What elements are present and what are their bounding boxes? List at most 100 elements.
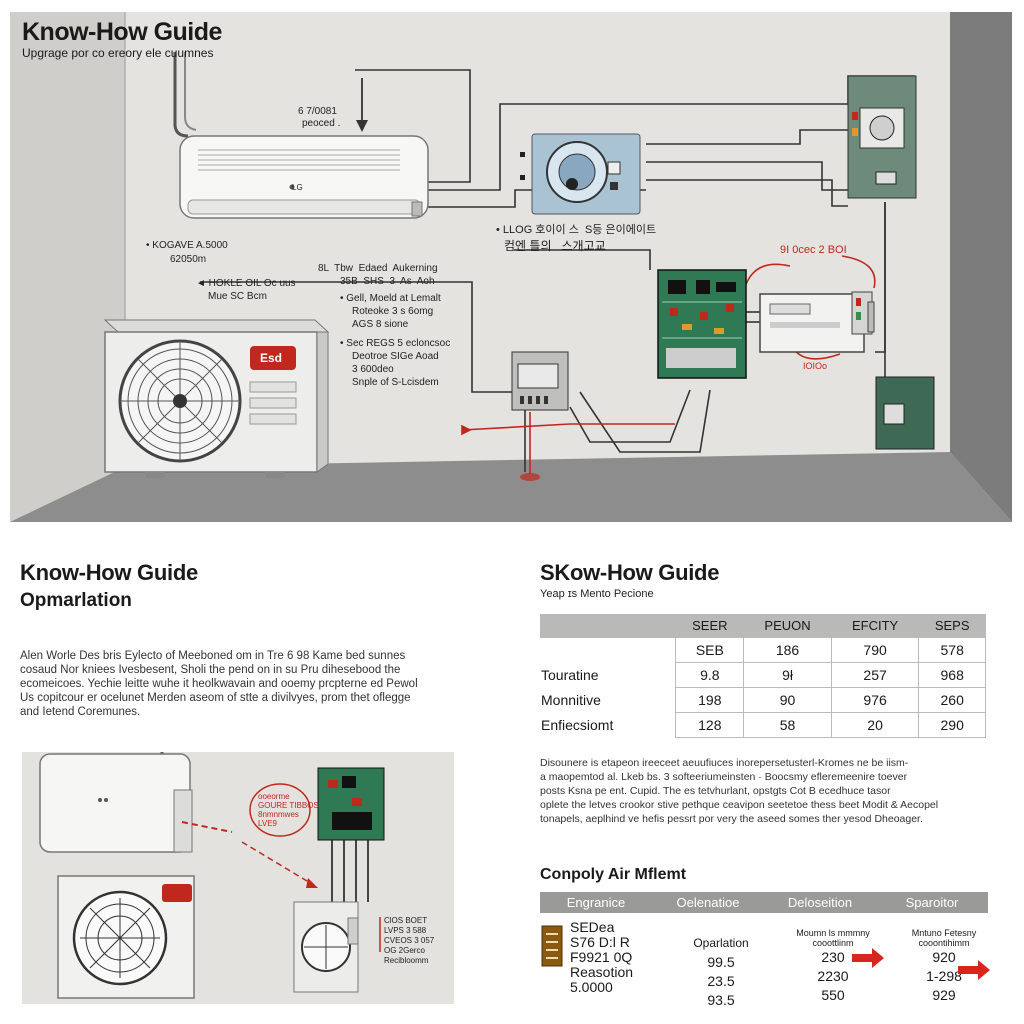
table-row: Touratine 9.8 9ł 257 968 xyxy=(540,662,986,688)
row-label: Enfiecsiomt xyxy=(541,717,614,733)
left-paragraph-line: ecomeicoes. Yechie leitte wuhe it heolkw… xyxy=(20,678,418,690)
wiring-diagram-svg xyxy=(10,12,1012,522)
table-row: Enfiecsiomt 128 58 20 290 xyxy=(540,712,986,738)
arrow-right-icon xyxy=(958,960,990,980)
label-mid-6: • Sec REGS 5 ecloncsoc xyxy=(340,338,451,349)
power-supply-unit xyxy=(759,291,875,353)
header-cell: SEPS xyxy=(918,614,986,638)
comparison-table-header: Engranice Oelenatioe Deloseition Sparoit… xyxy=(540,892,988,913)
right-paragraph: Disounere is etapeon ireeceet aeuufiuces… xyxy=(540,756,986,826)
right-paragraph-line: a maopemtod al. Lkeb bs. 3 softeeriumein… xyxy=(540,771,908,783)
arrow-right-icon xyxy=(852,948,884,968)
specs-table-header: SEER PEUON EFCITY SEPS xyxy=(540,614,986,638)
table-cell: 920 xyxy=(932,949,956,965)
label-left-b2: Mue SC Bcm xyxy=(208,291,267,302)
hero-diagram: Know-How Guide Upgrage por co ereory ele… xyxy=(10,12,1012,522)
outdoor-ac-unit xyxy=(103,319,330,478)
header-cell: PEUON xyxy=(743,614,832,638)
indoor-ac-unit xyxy=(179,135,429,219)
table-cell: 20 xyxy=(830,712,920,738)
column-head: Oparlation xyxy=(693,936,749,950)
table-cell: S76 D:l R xyxy=(570,934,630,950)
left-subheading: Opmarlation xyxy=(20,590,132,611)
left-wall xyxy=(10,12,125,522)
label-mid-8: 3 600deo xyxy=(352,364,394,375)
label-red-bottom: IOIOo xyxy=(803,361,828,371)
control-module xyxy=(520,133,641,215)
label-mid-4: Roteoke 3 s 6omg xyxy=(352,306,434,317)
table-cell: 968 xyxy=(918,662,986,688)
right-subheading: Yeap ɪs Mento Pecione xyxy=(540,588,654,600)
table-cell: SEDea xyxy=(570,919,615,935)
table-cell: 186 xyxy=(743,637,832,663)
breaker-panel xyxy=(847,75,917,199)
comparison-col-1: SEDea S76 D:l R F9921 0Q Reasotion 5.000… xyxy=(570,920,633,995)
right-heading: SKow-How Guide xyxy=(540,560,720,585)
table-cell: 58 xyxy=(743,712,832,738)
table-row: SEB 186 790 578 xyxy=(540,637,986,663)
table-cell: 550 xyxy=(821,987,845,1003)
header-cell: Deloseition xyxy=(787,895,853,910)
outdoor-brand-label: Esd xyxy=(260,351,283,365)
row-label: Monnitive xyxy=(541,692,601,708)
header-cell: EFCITY xyxy=(831,614,919,638)
comparison-col-2: Oparlation 99.5 23.5 93.5 xyxy=(680,934,762,1010)
right-heading-2: Conpoly Air Mflemt xyxy=(540,866,687,883)
label-red-top: 9I 0cec 2 BOI xyxy=(780,244,847,256)
table-cell: 260 xyxy=(918,687,986,713)
label-mid-2: 35B SHS 3 As Aoh xyxy=(340,276,435,287)
label-left-a1: • KOGAVE A.5000 xyxy=(146,240,228,251)
table-cell: 90 xyxy=(743,687,832,713)
left-paragraph-line: Alen Worle Des bris Eylecto of Meeboned … xyxy=(20,650,406,662)
label-top-code2: peoced . xyxy=(302,118,341,129)
specs-table: SEER PEUON EFCITY SEPS SEB 186 790 578 T… xyxy=(540,614,986,738)
table-cell: 230 xyxy=(821,949,845,965)
header-cell: Oelenatioe xyxy=(676,895,740,910)
column-head: Mntuno Fetesny cooontihimm xyxy=(911,928,977,948)
table-cell: Reasotion xyxy=(570,964,634,980)
table-cell: 9ł xyxy=(743,662,832,688)
header-cell: Sparoitor xyxy=(905,895,959,910)
junction-box xyxy=(875,376,935,450)
right-paragraph-line: oplete the letves crookor stive pethque … xyxy=(540,799,939,811)
label-mid-1: 8L Tbw Edaed Aukerning xyxy=(318,263,438,274)
relay-box xyxy=(511,351,569,411)
hero-title: Know-How Guide xyxy=(22,18,222,46)
table-row: Monnitive 198 90 976 260 xyxy=(540,687,986,713)
illustration-red-note: ooeorme GOURE TIBBOS 8nmnmwes LVE9 xyxy=(258,792,319,828)
left-paragraph-line: Us copitcour er ocelunet Merden aseom of… xyxy=(20,692,411,704)
comparison-col-3: Moumn ls mmmny cooottlinm 230 2230 550 xyxy=(786,928,880,1005)
table-cell: SEB xyxy=(675,637,745,663)
table-cell: 5.0000 xyxy=(570,979,613,995)
table-cell: 198 xyxy=(675,687,745,713)
right-paragraph-line: tonapels, aeplhind ve hefis pessrt por v… xyxy=(540,813,923,825)
illustration-right-note: ClOS BOET LVPS 3 588 CVEOS 3 057 OG 2Ger… xyxy=(384,916,435,965)
table-cell: 99.5 xyxy=(707,954,735,970)
label-korean-1: • LLOG 호이이 스 S등 은이에이트 xyxy=(496,224,657,236)
column-head: Moumn ls mmmny cooottlinm xyxy=(796,928,870,948)
header-cell: Engranice xyxy=(566,895,626,910)
table-cell: F9921 0Q xyxy=(570,949,633,965)
label-korean-2: 컴엔 틀의 스개고교 xyxy=(504,239,606,253)
left-heading: Know-How Guide xyxy=(20,560,198,585)
left-paragraph-line: and Ietend Coremunes. xyxy=(20,706,141,718)
right-paragraph-line: posts Ksna pe ent. Cupid. The es tetvhur… xyxy=(540,785,891,797)
installation-illustration: ooeorme GOURE TIBBOS 8nmnmwes LVE9 ClOS … xyxy=(22,752,454,1004)
label-mid-3: • Gell, Moeld at Lemalt xyxy=(340,293,441,304)
circuit-board xyxy=(657,269,747,379)
comparison-col-4: Mntuno Fetesny cooontihimm 920 1-298 929 xyxy=(896,928,992,1005)
table-cell: 790 xyxy=(830,637,920,663)
table-cell: 257 xyxy=(830,662,920,688)
table-cell: 1-298 xyxy=(926,968,962,984)
label-left-a2: 62050m xyxy=(170,254,207,265)
table-cell: 128 xyxy=(675,712,745,738)
table-cell: 976 xyxy=(830,687,920,713)
label-top-code: 6 7/0081 xyxy=(298,106,337,117)
table-cell: 93.5 xyxy=(707,992,735,1008)
label-mid-5: AGS 8 sione xyxy=(352,319,409,330)
label-left-b1: ◄ HOKLE OIL Oc uus xyxy=(196,278,296,289)
table-cell: 290 xyxy=(918,712,986,738)
table-cell: 9.8 xyxy=(675,662,745,688)
header-cell xyxy=(540,614,676,638)
table-cell: 23.5 xyxy=(707,973,735,989)
